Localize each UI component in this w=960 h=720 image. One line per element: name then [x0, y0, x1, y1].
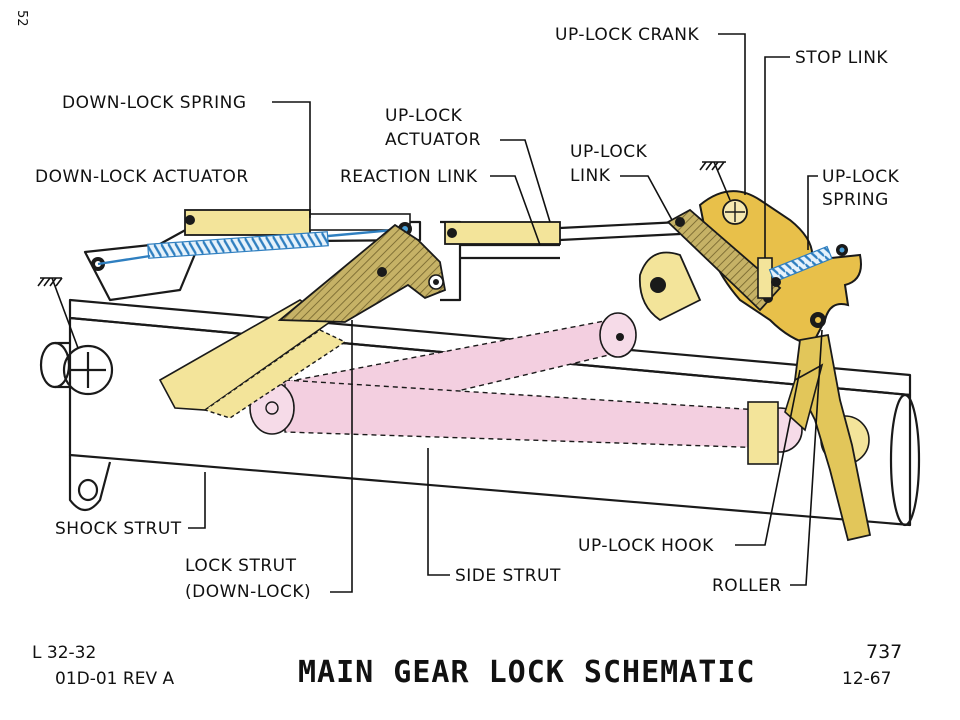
doc-ref-2: 01D-01 REV A	[55, 669, 174, 689]
up-lock-actuator	[444, 220, 681, 245]
label-reaction-link: REACTION LINK	[340, 167, 478, 187]
lock-strut-down-lock	[158, 299, 347, 419]
label-up-lock-spring-line1: UP-LOCK	[822, 167, 900, 187]
doc-ref-1: L 32-32	[32, 643, 96, 663]
label-up-lock-crank: UP-LOCK CRANK	[555, 25, 699, 45]
label-down-lock-spring: DOWN-LOCK SPRING	[62, 93, 247, 113]
label-stop-link: STOP LINK	[795, 48, 888, 68]
diagram-title: MAIN GEAR LOCK SCHEMATIC	[298, 655, 755, 690]
label-down-lock-actuator: DOWN-LOCK ACTUATOR	[35, 167, 249, 187]
label-up-lock-link-line2: LINK	[570, 166, 611, 186]
label-lock-strut-line1: LOCK STRUT	[185, 556, 297, 576]
label-up-lock-actuator-line2: ACTUATOR	[385, 130, 481, 150]
leader-up-lock-actuator	[500, 139, 551, 223]
leader-side-strut	[427, 448, 450, 576]
up-lock-hook	[784, 333, 872, 542]
stop-link	[757, 257, 773, 299]
label-roller: ROLLER	[712, 576, 782, 596]
leader-up-lock-crank	[718, 33, 746, 195]
leader-down-lock-spring	[272, 101, 311, 218]
label-up-lock-actuator-line1: UP-LOCK	[385, 106, 463, 126]
ground-symbol-right-icon	[699, 161, 731, 201]
label-up-lock-hook: UP-LOCK HOOK	[578, 536, 714, 556]
leader-up-lock-link	[620, 175, 673, 221]
leader-up-lock-spring	[807, 175, 818, 250]
leader-shock-strut	[188, 472, 206, 529]
page-number: 52	[14, 10, 29, 27]
leader-roller	[790, 329, 823, 586]
down-lock-actuator	[83, 209, 422, 302]
up-lock-spring	[768, 244, 848, 287]
up-lock-pivot-arm	[638, 251, 702, 322]
lock-link-hatched	[277, 223, 447, 323]
label-shock-strut: SHOCK STRUT	[55, 519, 182, 539]
label-side-strut: SIDE STRUT	[455, 566, 561, 586]
ground-symbol-left-icon	[37, 277, 79, 349]
label-up-lock-spring-line2: SPRING	[822, 190, 889, 210]
model-number: 737	[866, 641, 902, 663]
leader-stop-link	[764, 56, 790, 258]
leader-reaction-link	[490, 175, 541, 246]
side-strut	[249, 312, 803, 453]
label-lock-strut-line2: (DOWN-LOCK)	[185, 582, 311, 602]
label-up-lock-link-line1: UP-LOCK	[570, 142, 648, 162]
revision-date: 12-67	[842, 669, 891, 689]
leader-up-lock-hook	[735, 369, 801, 546]
leader-lock-strut	[330, 320, 353, 593]
